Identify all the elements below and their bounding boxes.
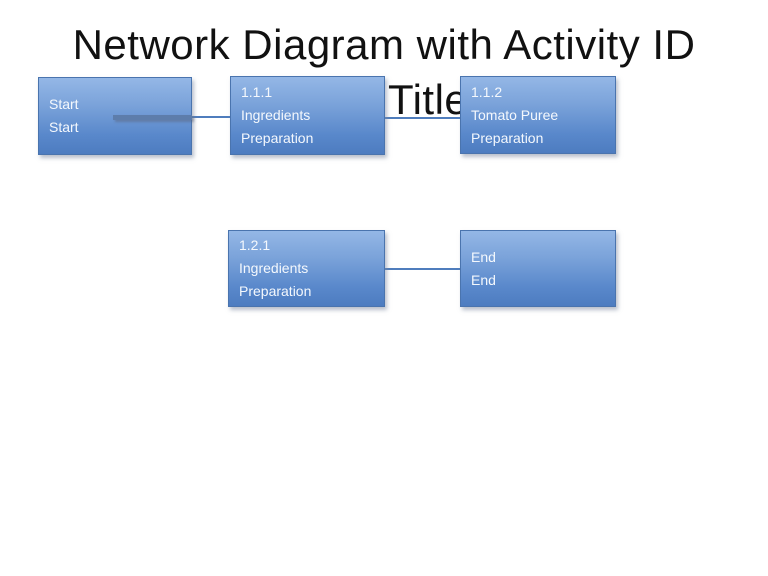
connector-start-to-1-1-1[interactable] [192,116,230,118]
node-1-2-1-id: 1.2.1 [239,237,271,253]
node-1-1-1-name2: Preparation [241,130,314,146]
node-activity-1-1-1[interactable]: 1.1.1 Ingredients Preparation [230,76,385,155]
node-start-line2: Start [49,119,79,135]
slide-title-line1[interactable]: Network Diagram with Activity ID [72,21,696,68]
node-end[interactable]: End End [460,230,616,307]
node-start-line1: Start [49,96,79,112]
node-1-2-1-name1: Ingredients [239,260,309,276]
node-1-1-2-id: 1.1.2 [471,83,503,100]
node-end-line1: End [471,248,496,265]
node-activity-1-1-2[interactable]: 1.1.2 Tomato Puree Preparation [460,76,616,154]
node-end-line2: End [471,271,496,288]
node-1-1-1-id: 1.1.1 [241,84,273,100]
node-1-1-2-name2: Preparation [471,129,544,146]
connector-1-2-1-to-end[interactable] [385,268,460,270]
node-1-1-2-name1: Tomato Puree [471,106,559,123]
node-1-2-1-name2: Preparation [239,283,312,299]
node-activity-1-2-1[interactable]: 1.2.1 Ingredients Preparation [228,230,385,307]
connector-1-1-1-to-1-1-2[interactable] [385,117,460,119]
node-1-1-1-name1: Ingredients [241,107,311,123]
slide-title-line2[interactable]: Title [388,76,469,123]
connector-start-thick-stub[interactable] [113,115,192,120]
